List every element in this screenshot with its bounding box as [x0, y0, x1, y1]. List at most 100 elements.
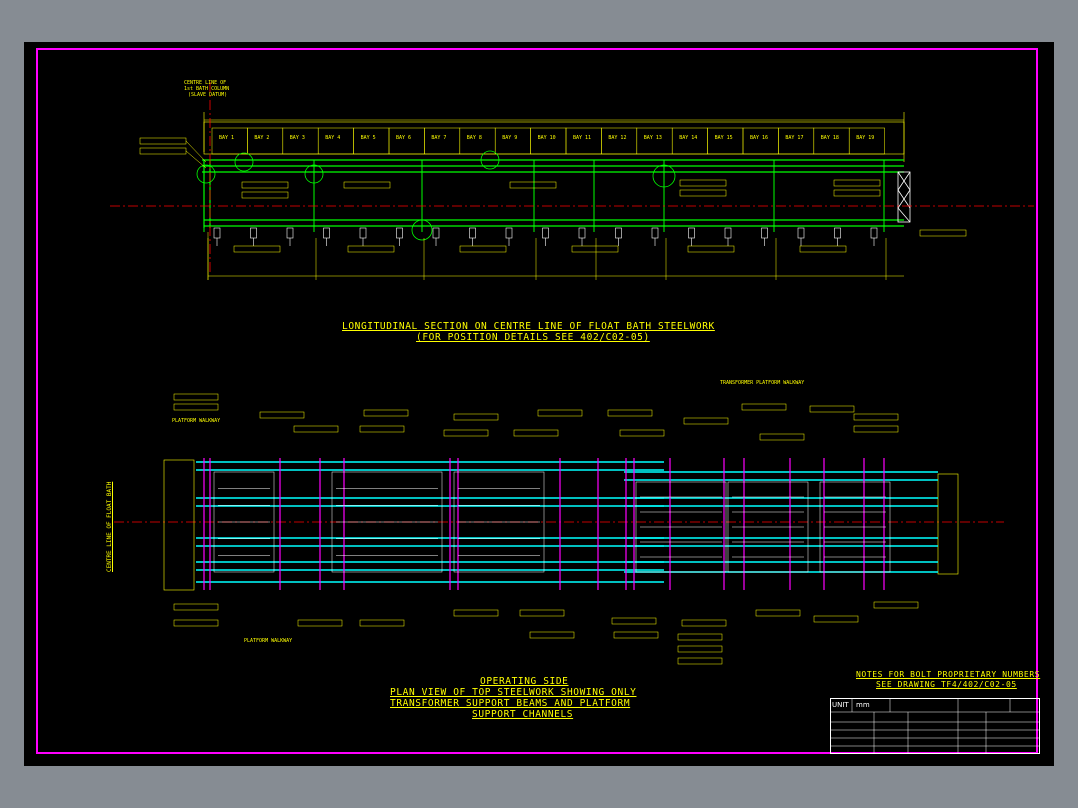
plan-callout-tag: [809, 405, 855, 413]
plan-title-line-4: SUPPORT CHANNELS: [472, 709, 574, 720]
bay-cell: [565, 127, 602, 155]
support-base: [250, 227, 257, 239]
plan-callout-tag: [681, 619, 727, 627]
plan-callout-tag: [363, 409, 409, 417]
bay-label: BAY 15: [714, 135, 733, 141]
plan-callout-tag: [873, 601, 919, 609]
bay-label: BAY 4: [325, 135, 341, 141]
detail-circles: [196, 150, 676, 241]
bay-label: BAY 5: [360, 135, 376, 141]
bay-label: BAY 1: [219, 135, 235, 141]
title-block-grid: [830, 698, 1040, 754]
bay-label: BAY 6: [396, 135, 412, 141]
bay-label: BAY 2: [254, 135, 270, 141]
bay-label: BAY 13: [643, 135, 662, 141]
plan-title-line-2: PLAN VIEW OF TOP STEELWORK SHOWING ONLY: [390, 687, 637, 698]
unit-value: mm: [856, 701, 870, 709]
support-base: [870, 227, 878, 239]
support-base: [213, 227, 221, 239]
plan-callout-tag: [359, 425, 405, 433]
bay-label: BAY 16: [750, 135, 769, 141]
notes-line-2: SEE DRAWING TF4/402/C02-05: [876, 680, 1017, 689]
centre-line-top-2: 1st BATH COLUMN: [184, 86, 230, 92]
plan-callout-tag: [173, 603, 219, 611]
platform-outline: [453, 471, 545, 573]
bay-cell: [388, 127, 425, 155]
plan-callout-tag: [619, 429, 665, 437]
steel-frame: [202, 159, 904, 228]
bay-cells: [211, 127, 885, 155]
plan-callout-tag: [359, 619, 405, 627]
bay-label: BAY 9: [502, 135, 518, 141]
plan-callout-tag: [853, 413, 899, 421]
support-base: [615, 227, 622, 239]
unit-label: UNIT: [832, 701, 849, 709]
support-base: [834, 227, 841, 239]
plan-callout-tag: [741, 403, 787, 411]
plan-title-line-3: TRANSFORMER SUPPORT BEAMS AND PLATFORM: [390, 698, 631, 709]
platform-outline: [213, 471, 275, 573]
plan-callout-tag: [297, 619, 343, 627]
bay-label: BAY 3: [289, 135, 305, 141]
bay-cell: [424, 127, 461, 155]
platform-outline: [635, 481, 727, 573]
end-truss: [897, 171, 911, 223]
drawing-viewport[interactable]: LONGITUDINAL SECTION ON CENTRE LINE OF F…: [24, 42, 1054, 766]
platform-walkway-label: PLATFORM WALKWAY: [172, 418, 221, 424]
plan-callout-tag: [537, 409, 583, 417]
plan-platforms: [213, 471, 891, 573]
bay-cell: [742, 127, 779, 155]
bay-label: BAY 10: [537, 135, 556, 141]
plan-callout-tag: [173, 403, 219, 411]
support-base: [724, 227, 732, 239]
support-base: [432, 227, 440, 239]
bay-cell: [671, 127, 708, 155]
bottom-dimensions: [207, 232, 904, 280]
plan-callout-tag: [293, 425, 339, 433]
plan-callout-tag: [813, 615, 859, 623]
plan-callout-tag: [173, 619, 219, 627]
plan-callout-tag: [607, 409, 653, 417]
plan-callout-tag: [677, 633, 723, 641]
section-title: LONGITUDINAL SECTION ON CENTRE LINE OF F…: [342, 321, 715, 332]
bay-label: BAY 7: [431, 135, 447, 141]
centre-line-top-1: CENTRE LINE OF: [184, 80, 227, 86]
support-base: [323, 227, 330, 239]
plan-callout-tag: [173, 393, 219, 401]
bottom-dimension-ticks: [207, 238, 887, 280]
support-base: [396, 227, 403, 239]
bay-label: BAY 18: [820, 135, 839, 141]
platform-outline: [727, 481, 809, 573]
support-base: [688, 227, 695, 239]
bay-cell: [778, 127, 815, 155]
plan-callout-tag: [853, 425, 899, 433]
centre-line-label: CENTRE LINE OF FLOAT BATH: [106, 481, 113, 572]
bay-cell: [636, 127, 673, 155]
bay-label: BAY 11: [573, 135, 592, 141]
section-subtitle: (FOR POSITION DETAILS SEE 402/C02-05): [416, 332, 650, 343]
bay-label: BAY 14: [679, 135, 698, 141]
plan-channels: [203, 458, 885, 590]
sheet-border: [36, 48, 1038, 754]
bay-cell: [813, 127, 850, 155]
plan-callouts: [173, 393, 919, 665]
plan-callout-tag: [677, 645, 723, 653]
support-base: [505, 227, 513, 239]
platform-outline: [819, 481, 891, 573]
platform-walkway-label-bottom: PLATFORM WALKWAY: [244, 638, 293, 644]
plan-callout-tag: [677, 657, 723, 665]
support-base: [578, 227, 586, 239]
plan-callout-tag: [443, 429, 489, 437]
plan-callout-tag: [453, 609, 499, 617]
plan-callout-tag: [613, 631, 659, 639]
bay-cell: [459, 127, 496, 155]
notes-line-1: NOTES FOR BOLT PROPRIETARY NUMBERS: [856, 670, 1041, 679]
support-base: [651, 227, 659, 239]
plan-callout-tag: [529, 631, 575, 639]
support-base: [761, 227, 768, 239]
bay-cell: [530, 127, 567, 155]
plan-callout-tag: [519, 609, 565, 617]
bay-cell: [707, 127, 744, 155]
plan-callout-tag: [755, 609, 801, 617]
